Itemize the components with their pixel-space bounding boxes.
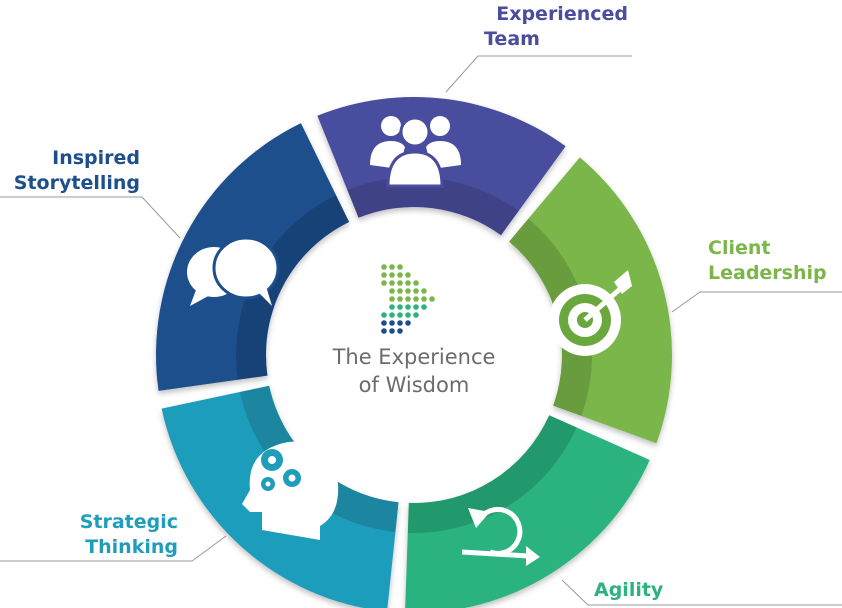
label-strategic-thinking: Strategic Thinking: [40, 510, 178, 560]
leader-line-experienced-team: [445, 55, 632, 93]
logo-dot: [405, 320, 411, 326]
logo-dot: [397, 288, 403, 294]
label-client-leadership-line2: Leadership: [708, 262, 827, 284]
logo-dot: [397, 280, 403, 286]
target-icon: [549, 270, 632, 356]
label-inspired-storytelling-line2: Storytelling: [13, 172, 140, 194]
logo-dot: [429, 296, 435, 302]
label-client-leadership-line1: Client: [708, 237, 771, 259]
logo-dot: [413, 304, 419, 310]
label-client-leadership: Client Leadership: [708, 236, 840, 286]
center-title: The Experience of Wisdom: [290, 343, 538, 399]
logo-dot: [413, 280, 419, 286]
logo-dot: [389, 328, 395, 334]
leader-lines: [0, 55, 842, 606]
logo-dot: [421, 296, 427, 302]
logo-dot: [389, 280, 395, 286]
label-strategic-thinking-line2: Thinking: [85, 536, 178, 558]
segment-agility: [405, 415, 650, 608]
logo-dot: [389, 296, 395, 302]
logo-dot: [389, 288, 395, 294]
segment-shade-experienced-team: [347, 176, 519, 236]
logo-dot: [381, 264, 387, 270]
center-title-line1: The Experience: [332, 345, 496, 369]
logo-dot: [397, 296, 403, 302]
label-experienced-team-line2: Team: [484, 28, 540, 50]
logo-dot: [397, 304, 403, 310]
logo-dot: [381, 272, 387, 278]
label-inspired-storytelling-line1: Inspired: [52, 147, 140, 169]
head-gears-icon: [242, 441, 339, 540]
label-experienced-team: Experienced Team: [470, 2, 628, 52]
logo-dot: [405, 312, 411, 318]
logo-dot: [381, 320, 387, 326]
cycle-arrow-icon: [461, 507, 540, 566]
segment-shade-inspired-storytelling: [236, 195, 350, 380]
center-title-line2: of Wisdom: [358, 373, 470, 397]
logo-dot: [421, 304, 427, 310]
logo-dot: [381, 328, 387, 334]
logo-dot: [405, 304, 411, 310]
logo-dot: [389, 272, 395, 278]
logo-dot: [381, 280, 387, 286]
logo-dot: [413, 296, 419, 302]
label-experienced-team-line1: Experienced: [496, 3, 628, 25]
logo-dot: [405, 280, 411, 286]
logo-dot: [397, 320, 403, 326]
logo-dot: [421, 288, 427, 294]
leader-line-agility: [561, 579, 842, 606]
logo-dot: [389, 304, 395, 310]
logo-dot: [389, 312, 395, 318]
label-inspired-storytelling: Inspired Storytelling: [0, 146, 140, 196]
logo-dot: [397, 264, 403, 270]
label-strategic-thinking-line1: Strategic: [79, 511, 178, 533]
speech-bubbles-icon: [187, 236, 280, 306]
logo-dot: [405, 272, 411, 278]
logo-dot: [405, 288, 411, 294]
logo-dot: [381, 312, 387, 318]
arrow-dots-logo: [381, 264, 435, 334]
leader-line-strategic-thinking: [0, 535, 227, 562]
team-icon: [370, 116, 461, 188]
logo-dot: [413, 288, 419, 294]
segment-shade-strategic-thinking: [239, 385, 399, 533]
logo-dot: [397, 328, 403, 334]
label-agility-line1: Agility: [594, 579, 664, 601]
logo-dot: [397, 272, 403, 278]
label-agility: Agility: [594, 578, 684, 603]
logo-dot: [389, 264, 395, 270]
logo-dot: [397, 312, 403, 318]
segment-shade-client-leadership: [509, 218, 592, 416]
leader-line-storytelling: [0, 196, 181, 239]
logo-dot: [405, 296, 411, 302]
leader-line-client-leadership: [671, 291, 842, 313]
logo-dot: [413, 312, 419, 318]
logo-dot: [389, 320, 395, 326]
segment-shade-agility: [407, 415, 577, 533]
